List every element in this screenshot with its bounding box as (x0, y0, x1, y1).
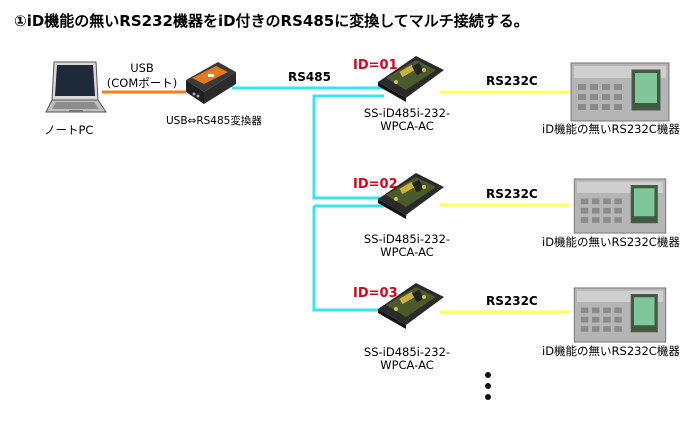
node-3-model-line1: SS-iD485i-232- (363, 345, 451, 359)
pc-label: ノートPC (44, 123, 94, 137)
rs485-trunk (312, 94, 384, 200)
usb-rs485-converter-icon (182, 58, 238, 112)
page-title: ①iD機能の無いRS232機器をiD付きのRS485に変換してマルチ接続する。 (14, 12, 529, 30)
node-2-rs232-label: RS232C (486, 187, 538, 201)
node-2-model: SS-iD485i-232- WPCA-AC (352, 232, 462, 259)
node-1-device-label: iD機能の無いRS232C機器 (542, 122, 680, 136)
node-2-device-label: iD機能の無いRS232C機器 (542, 235, 680, 249)
node-3-id-label: ID=03 (353, 286, 398, 301)
usb-label: USB (COMポート) (104, 61, 180, 91)
node-3-model-line2: WPCA-AC (380, 358, 434, 372)
converter-label: USB⇔RS485変換器 (166, 115, 262, 127)
node-1-id-label: ID=01 (353, 58, 398, 73)
node-2-id-label: ID=02 (353, 177, 398, 192)
rs232-device-icon (570, 287, 670, 347)
node-1-rs232-label: RS232C (486, 74, 538, 88)
dot (485, 394, 491, 400)
node-3-model: SS-iD485i-232- WPCA-AC (352, 345, 462, 372)
laptop-icon (44, 60, 108, 122)
node-3-rs232-label: RS232C (486, 294, 538, 308)
node-2-model-line2: WPCA-AC (380, 245, 434, 259)
rs485-branch-2 (312, 206, 384, 312)
rs485-rs232-adapter-icon (376, 275, 446, 335)
rs485-rs232-adapter-icon (376, 165, 446, 225)
node-1-model-line2: WPCA-AC (380, 119, 434, 133)
rs485-rs232-adapter-icon (376, 48, 446, 108)
rs232-device-icon (570, 62, 670, 126)
node-1-model: SS-iD485i-232- WPCA-AC (352, 106, 462, 133)
node-2-model-line1: SS-iD485i-232- (363, 232, 451, 246)
rs232-device-icon (570, 178, 670, 238)
node-1-model-line1: SS-iD485i-232- (363, 106, 451, 120)
usb-label-line1: USB (130, 61, 154, 75)
dot (485, 383, 491, 389)
usb-label-line2: (COMポート) (106, 76, 178, 90)
dot (485, 372, 491, 378)
node-3-device-label: iD機能の無いRS232C機器 (542, 344, 680, 358)
rs485-label: RS485 (288, 70, 331, 84)
continuation-dots (485, 372, 491, 405)
